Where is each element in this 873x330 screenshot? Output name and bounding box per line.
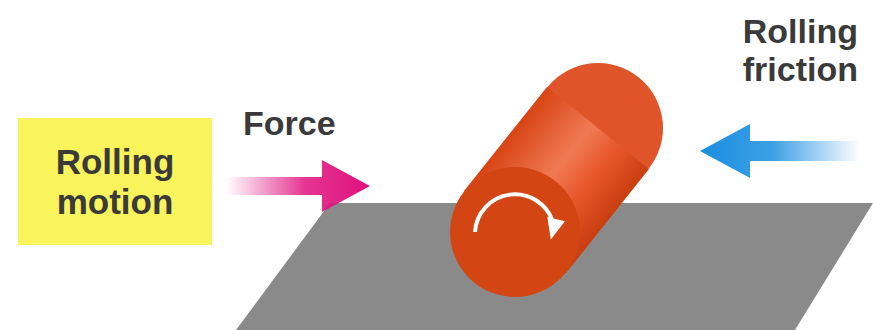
force-label: Force [243, 104, 383, 142]
friction-arrow [700, 124, 860, 178]
highlight-box: Rolling motion [18, 118, 212, 245]
cylinder-front [450, 167, 580, 297]
rotation-arrowhead [540, 215, 564, 242]
force-label: Rolling friction [700, 12, 858, 88]
node-text: Rolling motion [18, 142, 212, 221]
force-arrow [226, 160, 370, 212]
rotation-arrow [475, 194, 553, 232]
cylinder [450, 63, 663, 297]
